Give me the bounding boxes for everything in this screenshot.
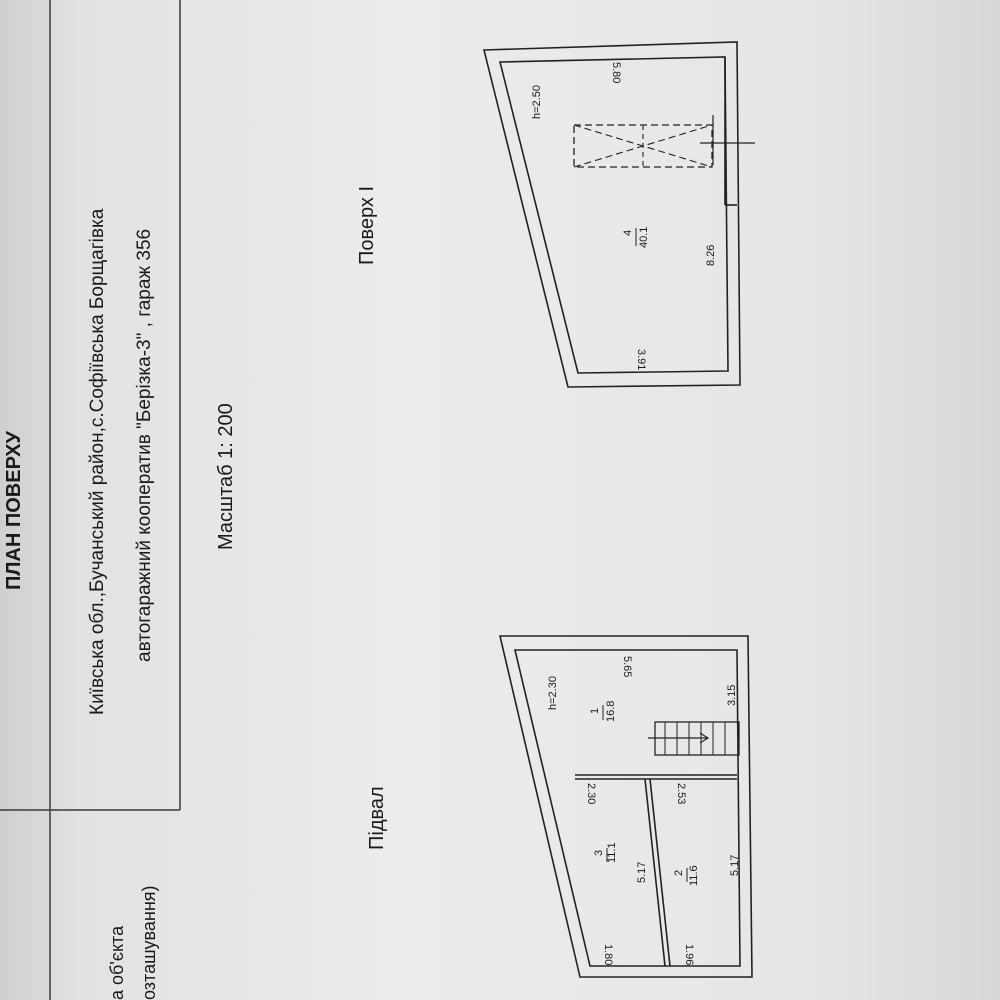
- basement-height: h=2.30: [547, 676, 559, 710]
- floor1-height: h=2.50: [531, 85, 543, 119]
- basement-dim-517a: 5.17: [636, 862, 648, 883]
- address-line-2: автогаражний кооператив "Берізка-3" , га…: [134, 229, 155, 662]
- basement-room2-area: 11.6: [688, 865, 700, 886]
- basement-dim-180: 1.80: [602, 944, 614, 965]
- header-table: [0, 0, 181, 1000]
- basement-dim-230: 2.30: [585, 783, 597, 804]
- basement-room1-area: 16.8: [605, 701, 617, 722]
- basement-plan: [498, 635, 753, 978]
- floor1-dim-580: 5.80: [610, 62, 622, 83]
- basement-dim-517b: 5.17: [729, 855, 741, 876]
- floor1-room4-number: 4: [622, 230, 634, 236]
- object-label-line-1: а об'єкта: [107, 925, 127, 1000]
- basement-dim-565: 5.65: [621, 656, 633, 677]
- basement-title: Підвал: [366, 786, 388, 850]
- floor1-title: Поверх І: [356, 186, 378, 265]
- basement-room3-number: 3: [593, 850, 605, 856]
- object-label-line-2: озташування): [139, 885, 159, 1000]
- floor1-dim-391: 3.91: [635, 349, 647, 370]
- address-line-1: Київська обл.,Бучанський район,с.Софіївс…: [87, 208, 108, 715]
- basement-dim-253: 2.53: [675, 783, 687, 804]
- floor1-plan: [482, 41, 755, 388]
- basement-dim-315: 3.15: [726, 685, 738, 706]
- floor1-dim-826: 8.26: [705, 245, 717, 266]
- basement-room1-number: 1: [589, 708, 601, 714]
- basement-room3-area: 11.1: [606, 842, 618, 863]
- floor1-room4-area: 40.1: [638, 227, 650, 248]
- basement-dim-196: 1.96: [683, 944, 695, 965]
- plan-title: ПЛАН ПОВЕРХУ: [3, 431, 25, 590]
- scale-label: Масштаб 1: 200: [215, 403, 237, 550]
- basement-room2-number: 2: [673, 870, 685, 876]
